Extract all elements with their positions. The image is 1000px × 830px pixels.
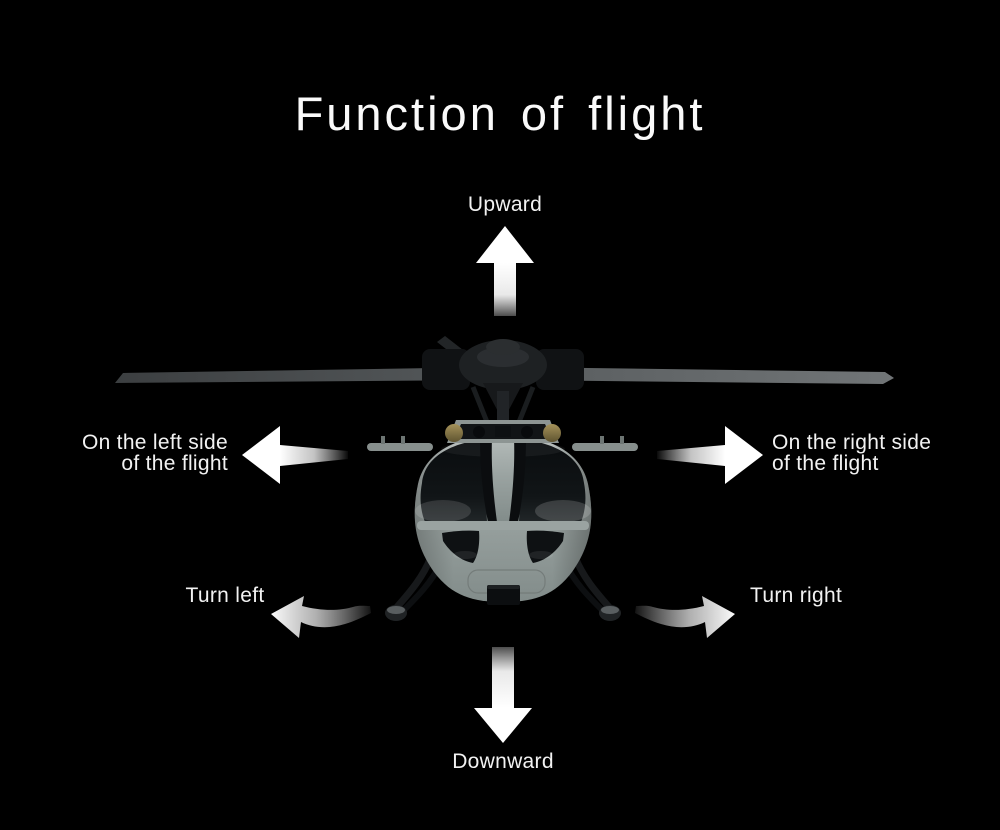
label-turn-right: Turn right <box>750 584 843 607</box>
turn-left-arrow-icon <box>271 596 371 638</box>
left-arrow-icon <box>242 426 348 484</box>
label-right-side-line1: On the right side <box>772 431 932 454</box>
label-turn-left: Turn left <box>185 584 265 607</box>
beacon-lights <box>445 424 561 442</box>
downward-arrow-icon <box>474 647 532 743</box>
label-left-side-line1: On the left side <box>81 431 228 454</box>
rotor-head <box>422 339 584 435</box>
right-arrow-icon <box>657 426 763 484</box>
helicopter-front-view-image <box>115 336 894 621</box>
label-right-side: On the right side of the flight <box>772 432 931 474</box>
canopy-windshield <box>415 438 591 530</box>
label-downward: Downward <box>452 750 554 773</box>
label-right-side-line2: of the flight <box>772 452 879 475</box>
label-left-side-line2: of the flight <box>121 452 228 475</box>
label-upward: Upward <box>467 193 543 216</box>
upward-arrow-icon <box>476 226 534 316</box>
page-title: Function of flight <box>294 87 706 140</box>
side-rails <box>367 436 638 451</box>
battery-box <box>487 585 520 605</box>
lower-windows <box>442 530 564 563</box>
label-left-side: On the left side of the flight <box>82 432 228 474</box>
cabin-roof <box>447 420 559 443</box>
turn-right-arrow-icon <box>635 596 735 638</box>
